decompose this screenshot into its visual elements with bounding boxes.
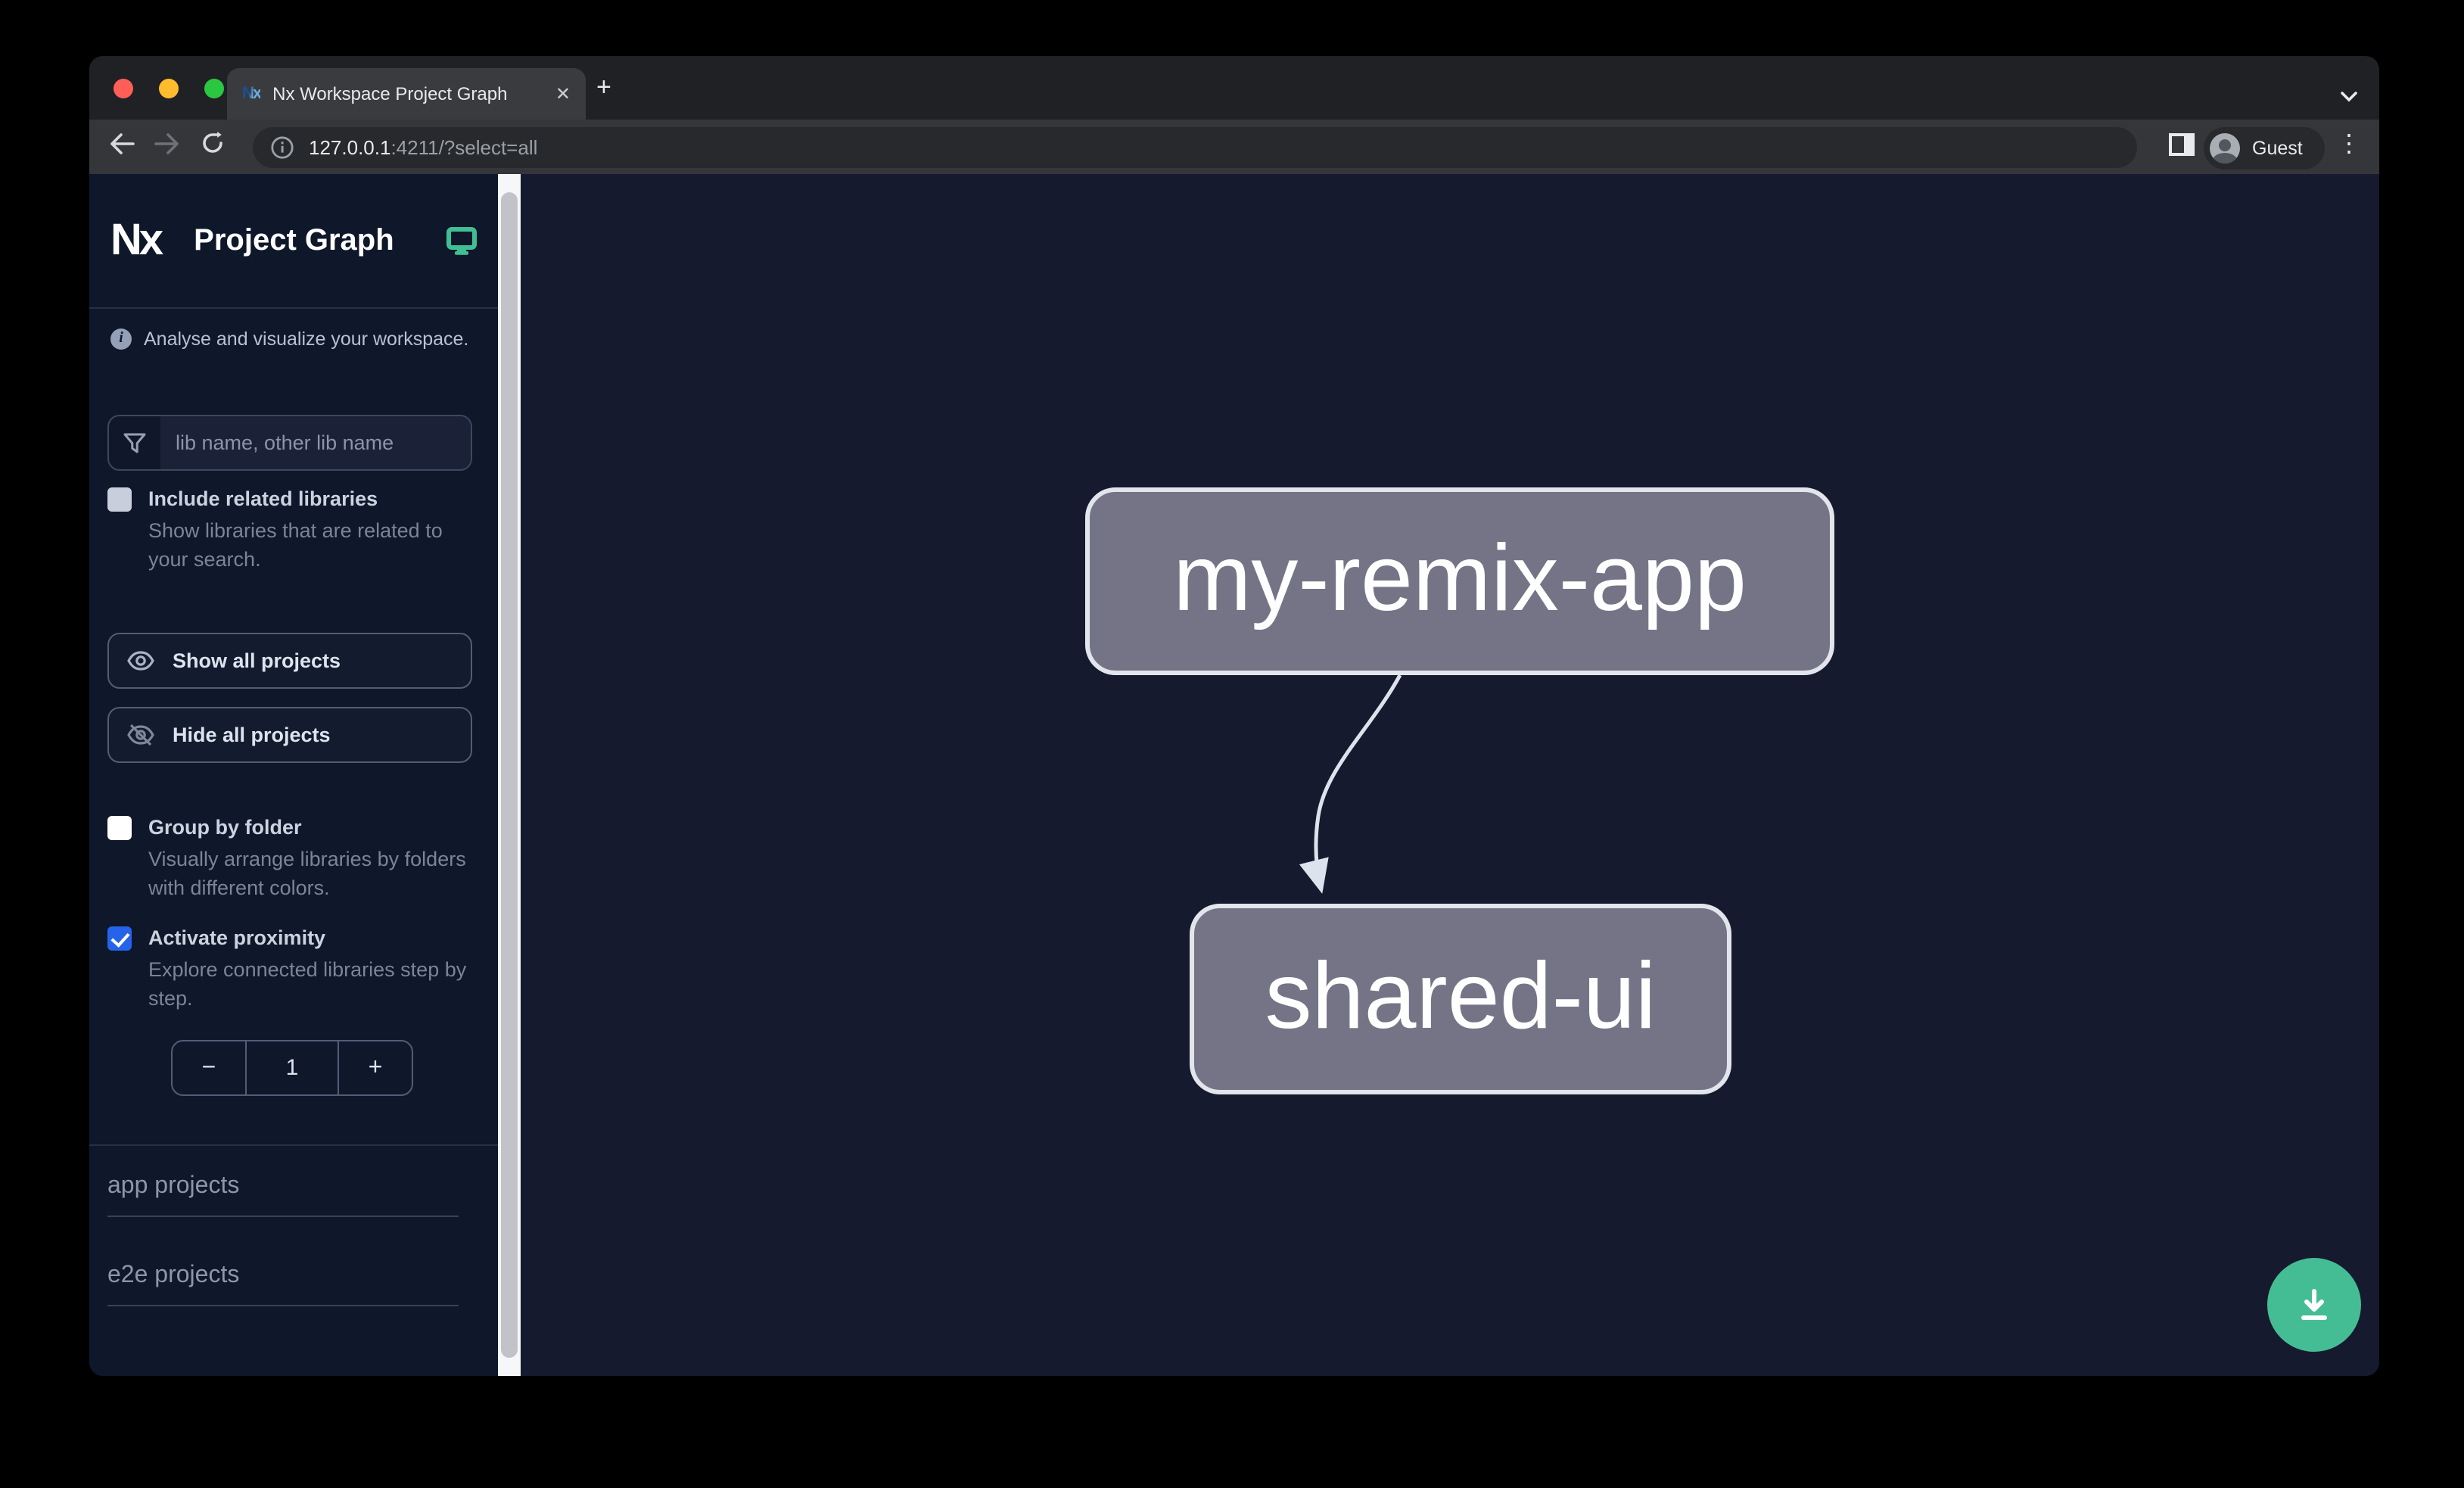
include-related-option: Include related libraries Show libraries…	[107, 486, 478, 574]
node-shared-ui[interactable]: shared-ui	[1190, 904, 1731, 1094]
browser-toolbar: 127.0.0.1:4211/?select=all Guest ⋮	[89, 120, 2379, 174]
proximity-stepper: − 1 +	[171, 1040, 413, 1096]
activate-proximity-description: Explore connected libraries step by step…	[148, 958, 467, 1010]
eye-off-icon	[127, 724, 154, 746]
new-tab-button[interactable]: +	[596, 73, 611, 101]
tagline-text: Analyse and visualize your workspace.	[144, 328, 469, 350]
funnel-icon	[109, 416, 160, 469]
activate-proximity-label: Activate proximity	[148, 926, 326, 949]
include-related-label: Include related libraries	[148, 487, 378, 510]
avatar	[2210, 133, 2240, 163]
tab-title: Nx Workspace Project Graph	[272, 83, 508, 104]
save-image-button[interactable]	[2267, 1258, 2361, 1352]
traffic-minimize-icon[interactable]	[159, 79, 179, 98]
traffic-zoom-icon[interactable]	[204, 79, 224, 98]
url-path: :4211/?select=all	[390, 136, 538, 159]
browser-window: Nx Nx Workspace Project Graph ✕ +	[89, 56, 2379, 1376]
group-by-folder-description: Visually arrange libraries by folders wi…	[148, 848, 466, 899]
group-by-folder-option: Group by folder Visually arrange librari…	[107, 814, 478, 902]
proximity-value: 1	[245, 1041, 339, 1094]
traffic-close-icon[interactable]	[114, 79, 133, 98]
section-app-projects: app projects	[107, 1173, 459, 1217]
sidebar-divider	[89, 1144, 498, 1146]
include-related-checkbox[interactable]	[107, 487, 132, 512]
nx-logo: Nx	[110, 216, 163, 264]
profile-button[interactable]: Guest	[2204, 127, 2325, 170]
filter-box	[107, 415, 472, 471]
tab-search-chevron-icon[interactable]	[2340, 83, 2358, 111]
app-content: Nx Project Graph i Analyse and visualize…	[89, 174, 2379, 1376]
proximity-increment-button[interactable]: +	[368, 1054, 383, 1080]
hide-all-projects-label: Hide all projects	[173, 724, 331, 746]
sidebar: Nx Project Graph i Analyse and visualize…	[89, 174, 498, 1376]
tab-strip: Nx Nx Workspace Project Graph ✕ +	[89, 56, 2379, 120]
activate-proximity-option: Activate proximity Explore connected lib…	[107, 925, 478, 1013]
group-by-folder-checkbox[interactable]	[107, 816, 132, 840]
node-my-remix-app[interactable]: my-remix-app	[1085, 487, 1834, 675]
hide-all-projects-button[interactable]: Hide all projects	[107, 707, 472, 763]
sidebar-header: Nx Project Graph	[89, 174, 498, 309]
browser-menu-icon[interactable]: ⋮	[2337, 132, 2361, 157]
nx-favicon-icon: Nx	[242, 85, 262, 103]
group-by-folder-label: Group by folder	[148, 816, 302, 839]
side-panel-icon[interactable]	[2169, 133, 2195, 163]
proximity-decrement-button[interactable]: −	[201, 1054, 216, 1080]
section-e2e-projects: e2e projects	[107, 1262, 459, 1306]
tab-close-icon[interactable]: ✕	[555, 83, 571, 104]
graph-canvas[interactable]: my-remix-app shared-ui	[521, 174, 2379, 1376]
sidebar-scrollbar	[498, 174, 521, 1376]
include-related-description: Show libraries that are related to your …	[148, 519, 443, 571]
filter-input[interactable]	[160, 416, 471, 469]
info-icon: i	[110, 328, 132, 350]
show-all-projects-label: Show all projects	[173, 649, 341, 672]
activate-proximity-checkbox[interactable]	[107, 926, 132, 951]
download-icon	[2301, 1289, 2327, 1320]
page-title: Project Graph	[194, 223, 394, 257]
eye-icon	[127, 651, 154, 671]
url-bar[interactable]: 127.0.0.1:4211/?select=all	[253, 127, 2137, 168]
refresh-button[interactable]	[189, 132, 235, 162]
tagline-row: i Analyse and visualize your workspace.	[110, 328, 468, 350]
scrollbar-thumb[interactable]	[501, 192, 518, 1358]
monitor-icon	[446, 226, 477, 255]
forward-button[interactable]	[144, 132, 189, 161]
show-all-projects-button[interactable]: Show all projects	[107, 633, 472, 689]
back-button[interactable]	[98, 132, 144, 161]
edge-my-remix-app-to-shared-ui	[1299, 674, 1402, 894]
url-host: 127.0.0.1	[309, 136, 391, 159]
site-info-icon[interactable]	[271, 136, 294, 159]
tab-nx-workspace-project-graph[interactable]: Nx Nx Workspace Project Graph ✕	[227, 68, 586, 120]
profile-label: Guest	[2252, 138, 2303, 159]
